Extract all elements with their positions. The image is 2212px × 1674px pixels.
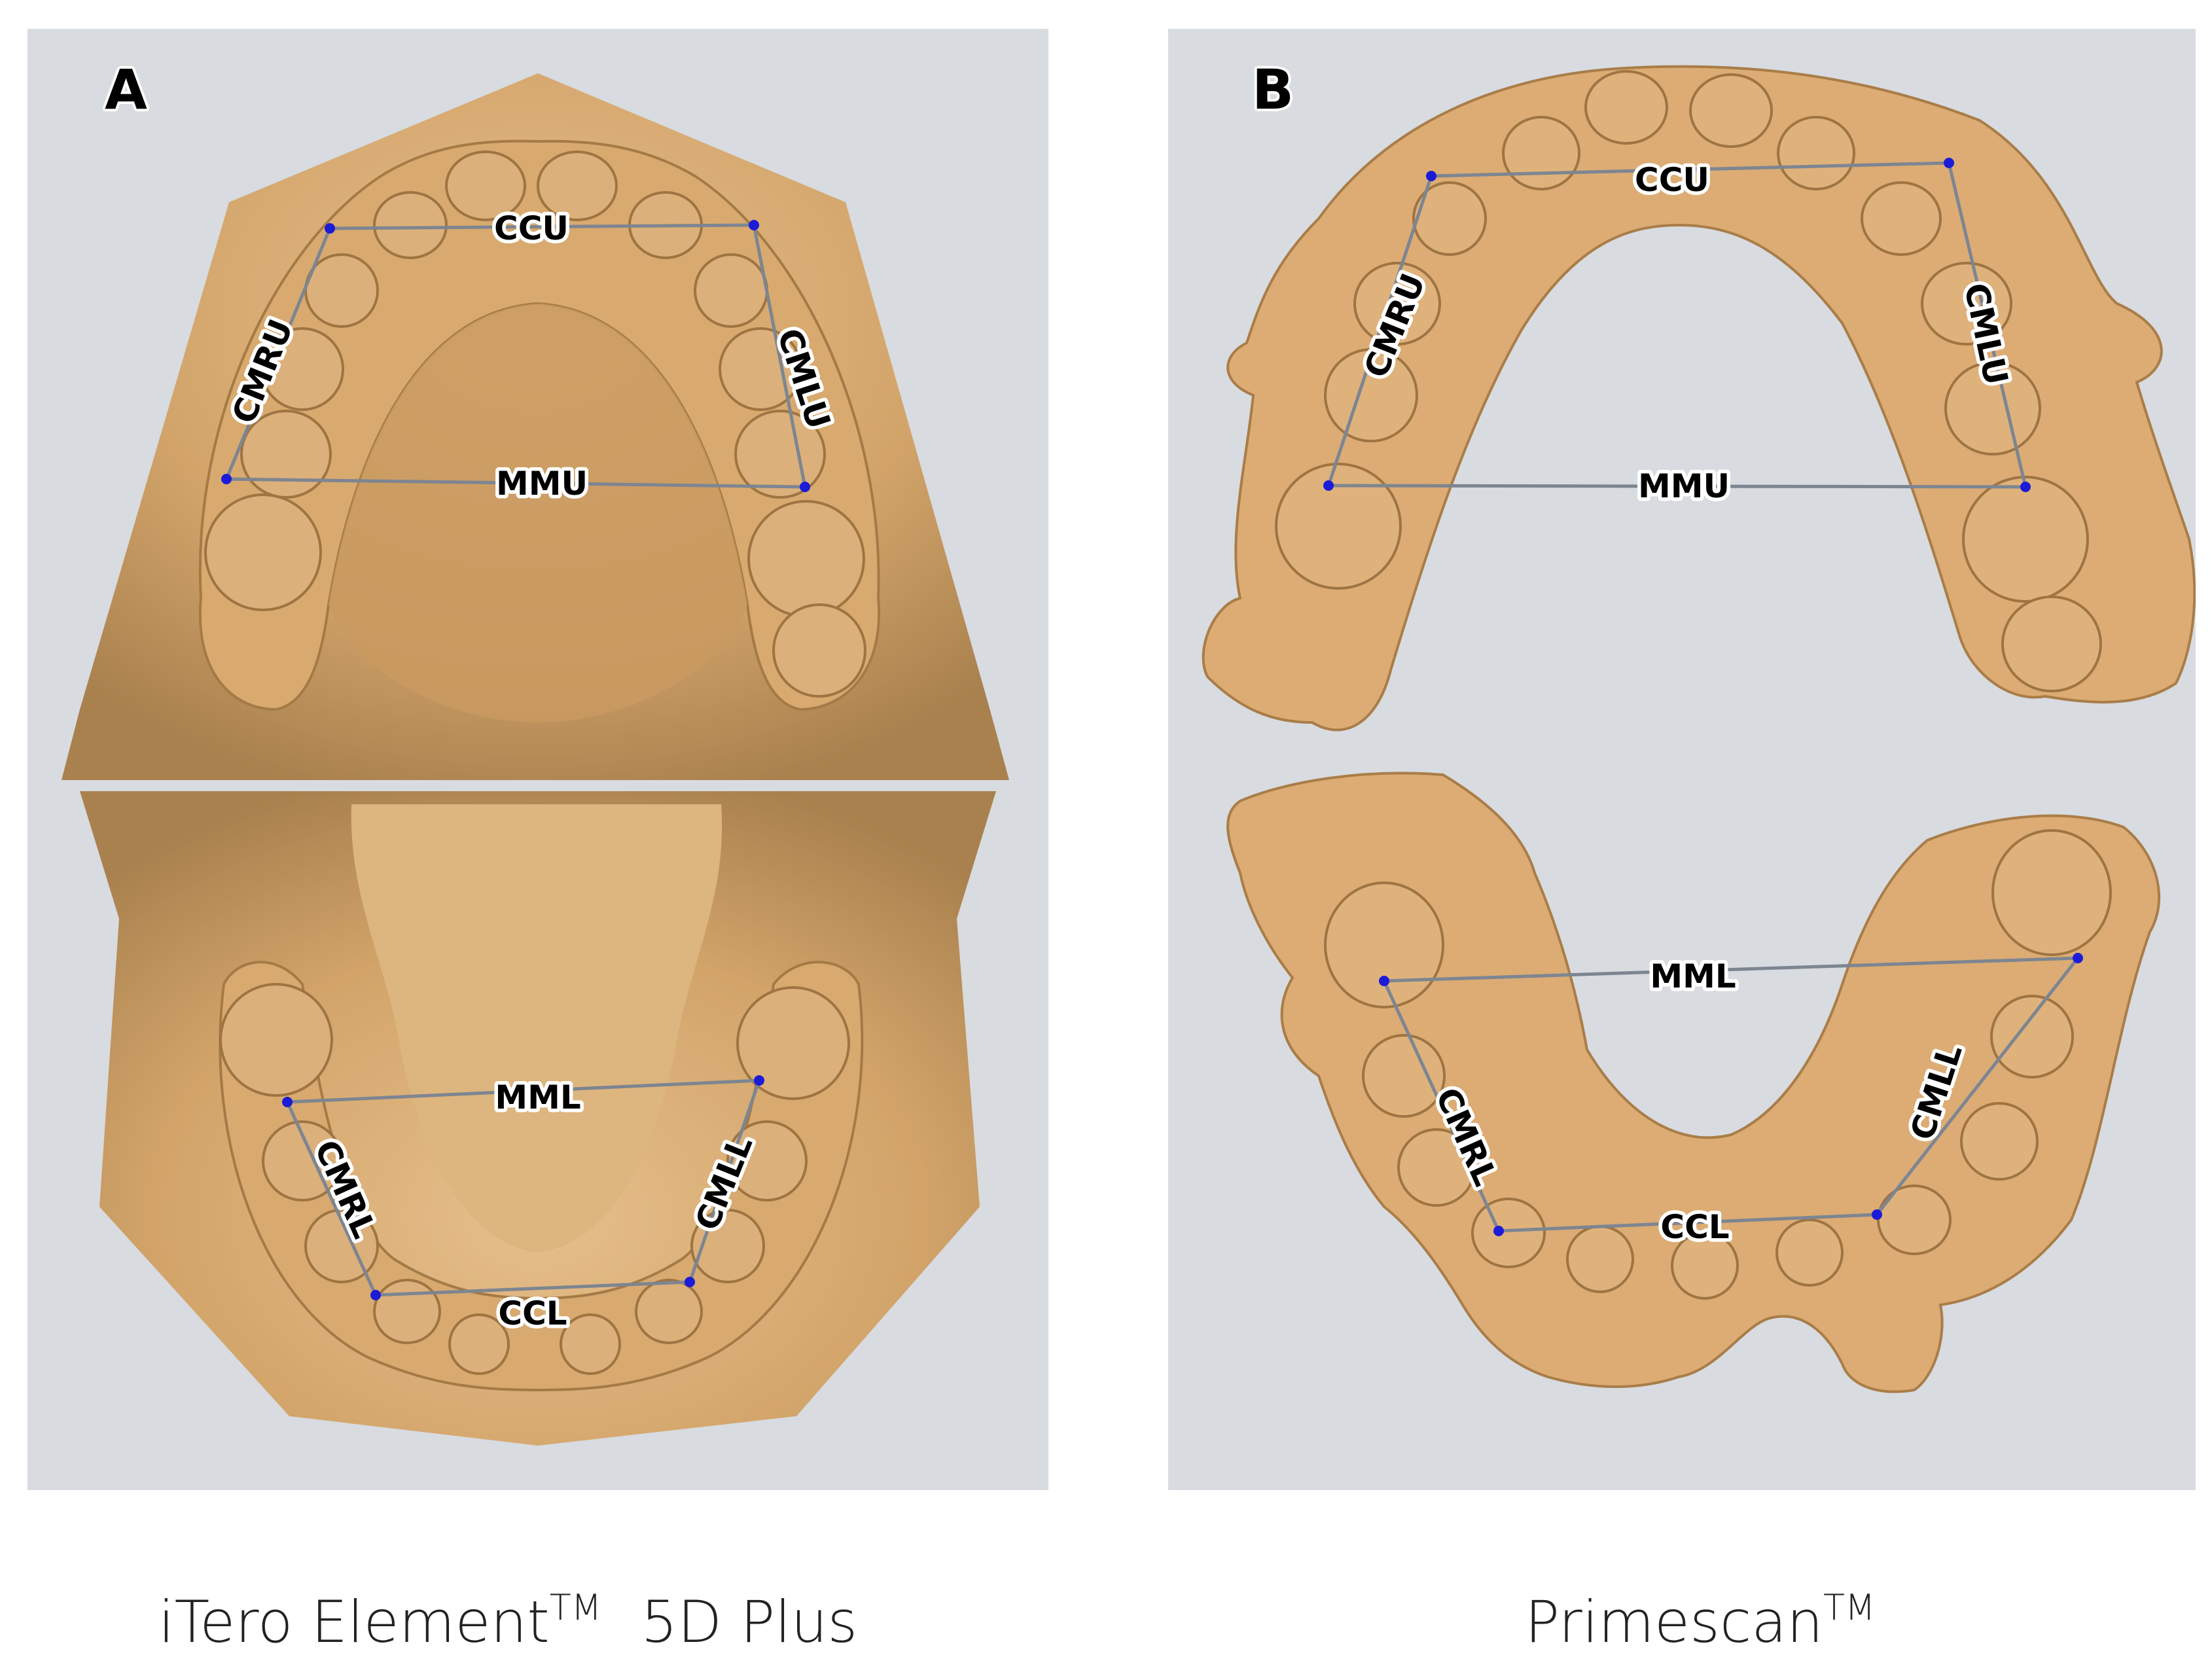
panel-a-itero: CCU CMRU CMLU MMU MML CMRL CMLL CCL A bbox=[27, 29, 1048, 1490]
measurement-lines bbox=[224, 223, 807, 1297]
caption-b: PrimescanTM bbox=[1525, 1587, 1876, 1656]
measurement-lines bbox=[1327, 161, 2079, 1233]
panel-b-scan-render: CCU CMRU CMLU MMU MML CMRL CMLL CCL bbox=[1202, 65, 2196, 1393]
caption-a: iTero ElementTM 5D Plus bbox=[158, 1587, 857, 1656]
label-mmu: MMU bbox=[496, 465, 588, 503]
label-ccl: CCL bbox=[1660, 1208, 1729, 1246]
label-ccl: CCL bbox=[498, 1294, 567, 1332]
caption-a-model: 5D Plus bbox=[641, 1588, 858, 1656]
caption-a-tm: TM bbox=[549, 1587, 602, 1628]
caption-b-name: Primescan bbox=[1525, 1588, 1823, 1656]
tongue-area bbox=[351, 804, 722, 1253]
panel-a-letter: A bbox=[105, 58, 149, 122]
panel-b-primescan: CCU CMRU CMLU MMU MML CMRL CMLL CCL B bbox=[1168, 29, 2196, 1490]
label-mmu: MMU bbox=[1638, 467, 1730, 505]
caption-a-name: iTero Element bbox=[158, 1588, 550, 1656]
measurement-points bbox=[221, 220, 810, 1300]
panel-b-letter: B bbox=[1252, 58, 1296, 122]
label-ccu: CCU bbox=[1635, 161, 1709, 199]
upper-palate bbox=[329, 304, 747, 722]
upper-teeth bbox=[204, 151, 866, 698]
lower-teeth bbox=[219, 983, 850, 1375]
label-mml: MML bbox=[1650, 957, 1736, 995]
upper-teeth bbox=[1275, 70, 2102, 692]
lower-teeth bbox=[1324, 829, 2112, 1300]
label-mml: MML bbox=[495, 1078, 580, 1116]
measurement-points bbox=[1323, 158, 2083, 1236]
caption-b-tm: TM bbox=[1823, 1587, 1876, 1628]
panel-a-scan-render: CCU CMRU CMLU MMU MML CMRL CMLL CCL bbox=[62, 73, 1009, 1446]
label-ccu: CCU bbox=[494, 209, 569, 247]
